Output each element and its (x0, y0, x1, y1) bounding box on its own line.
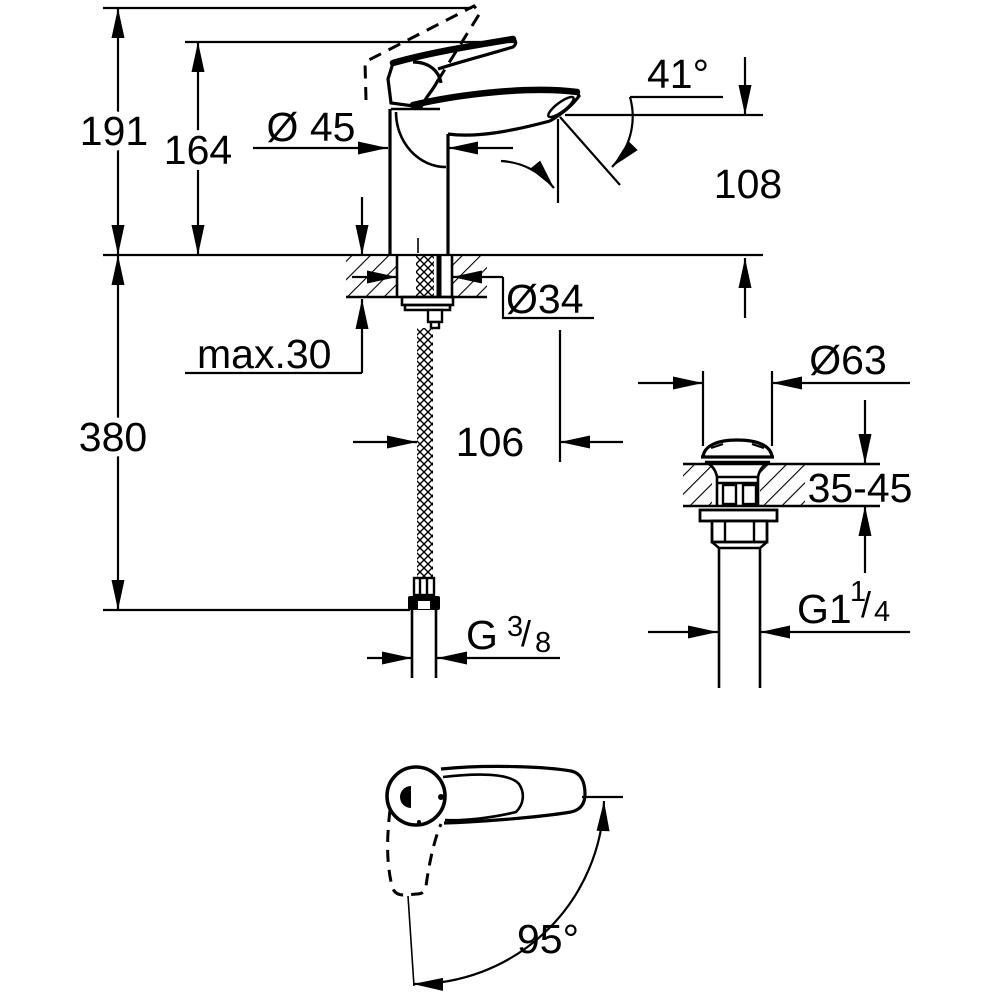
dimensions-front-view: 191 164 380 Ø 45 108 41° (73, 8, 782, 665)
spout-top-edge (409, 86, 581, 109)
dim-spout-angle: 41° (500, 51, 709, 189)
waste-thread-slash: / (861, 584, 871, 625)
dim-lever-height: 164 (158, 42, 238, 255)
supply-tube (410, 610, 438, 678)
waste-locknut (710, 519, 769, 544)
supply-hose-upper (416, 255, 434, 297)
supply-thread-numerator: 3 (507, 611, 523, 643)
dim-handle-swing-angle-label: 95° (517, 916, 579, 962)
handle-pivot-head (385, 765, 447, 827)
supply-thread-prefix: G (466, 612, 498, 658)
mounting-deck-section (346, 255, 487, 330)
handle-grip-inner (442, 773, 525, 822)
dim-shank-diameter-label: Ø34 (506, 276, 584, 322)
dim-spout-reach: 106 (353, 119, 623, 465)
waste-cap (701, 438, 774, 458)
dim-spout-outlet-height-label: 108 (714, 161, 782, 207)
drain-valve-section: Ø63 35-45 G1 1 / 4 (638, 337, 912, 688)
supply-thread-denominator: 8 (535, 627, 551, 659)
dim-waste-deck-thickness: 35-45 (808, 400, 913, 573)
dim-supply-thread: G 3 / 8 (367, 611, 560, 665)
dim-max-deck-thickness: max.30 (185, 197, 369, 377)
waste-thread-prefix: G1 (797, 586, 852, 632)
dim-waste-cap-diameter: Ø63 (638, 337, 910, 446)
dim-waste-thread: G1 1 / 4 (648, 576, 910, 639)
dim-overall-height: 191 (74, 8, 154, 255)
dim-hose-length-label: 380 (79, 414, 147, 460)
dim-spout-outlet-height: 108 (714, 57, 782, 318)
waste-thread-denominator: 4 (874, 596, 890, 628)
dim-overall-height-label: 191 (80, 108, 148, 154)
dim-spout-reach-label: 106 (456, 419, 524, 465)
handle-rotated-outline (386, 809, 443, 897)
dim-handle-swing-angle: 95° (412, 795, 623, 991)
aerator-outlet (547, 95, 575, 119)
dim-waste-cap-diameter-label: Ø63 (809, 337, 887, 383)
dim-body-diameter: Ø 45 (253, 104, 513, 155)
handle-top-view: 95° (385, 764, 623, 991)
waste-tailpipe (717, 548, 762, 688)
waste-thread-numerator: 1 (850, 576, 866, 608)
dim-hose-length: 380 (73, 255, 153, 610)
faucet-front-view (363, 4, 581, 255)
dim-shank-diameter: Ø34 (352, 270, 594, 322)
supply-hose (408, 328, 440, 678)
dim-lever-height-label: 164 (164, 127, 232, 173)
dim-spout-angle-label: 41° (647, 51, 709, 97)
supply-thread-slash: / (521, 613, 531, 654)
dim-waste-deck-thickness-label: 35-45 (808, 465, 913, 511)
handle-indicator-mark (400, 786, 411, 808)
lever-top-edge (389, 35, 517, 67)
dim-body-diameter-label: Ø 45 (267, 104, 356, 150)
lever-raised-outline (363, 4, 482, 101)
dim-max-deck-thickness-label: max.30 (197, 331, 331, 377)
